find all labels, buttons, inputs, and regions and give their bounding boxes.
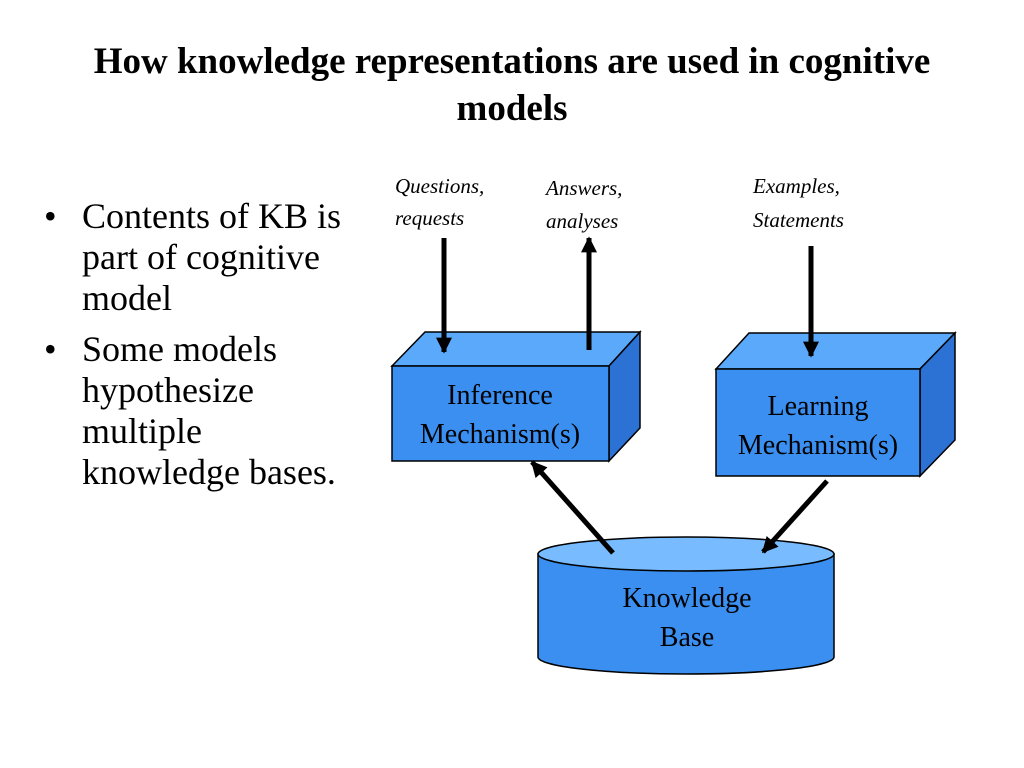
label-examples-line1: Examples, xyxy=(752,174,840,198)
label-answers: Answers, analyses xyxy=(544,176,622,233)
slide-title: How knowledge representations are used i… xyxy=(93,41,931,129)
learning-box-top xyxy=(714,332,957,370)
bullet-text: Some models hypothesize multiple knowled… xyxy=(82,329,336,492)
bullet-item: • Contents of KB is part of cognitive mo… xyxy=(40,196,350,319)
inference-label-line1: Inference xyxy=(447,380,553,411)
learning-label-line2: Mechanism(s) xyxy=(738,430,898,461)
learning-label-line1: Learning xyxy=(767,391,868,422)
knowledge-base-body xyxy=(537,553,835,675)
knowledge-base-label-line2: Base xyxy=(660,622,714,653)
label-answers-line1: Answers, xyxy=(544,176,622,200)
label-examples-line2: Statements xyxy=(753,208,844,232)
knowledge-base-label-line1: Knowledge xyxy=(622,583,751,614)
bullet-icon: • xyxy=(44,196,57,236)
bullet-item: • Some models hypothesize multiple knowl… xyxy=(40,329,350,493)
label-examples: Examples, Statements xyxy=(752,174,844,232)
bullet-list: • Contents of KB is part of cognitive mo… xyxy=(40,196,350,503)
inference-box-front xyxy=(391,365,610,462)
knowledge-base-top xyxy=(537,536,835,572)
label-answers-line2: analyses xyxy=(546,209,618,233)
arrow-knowledge-base-to-inference xyxy=(530,460,615,555)
learning-box-front xyxy=(715,368,921,477)
label-questions: Questions, requests xyxy=(395,174,484,230)
bullet-icon: • xyxy=(44,329,57,369)
inference-mechanism-box: Inference Mechanism(s) xyxy=(390,330,642,463)
label-questions-line2: requests xyxy=(395,206,464,230)
inference-label-line2: Mechanism(s) xyxy=(420,419,580,450)
arrow-learning-to-knowledge-base xyxy=(761,479,829,554)
knowledge-base-cylinder: Knowledge Base xyxy=(537,536,835,675)
learning-mechanism-box: Learning Mechanism(s) xyxy=(714,331,957,478)
inference-box-top xyxy=(390,331,642,367)
label-questions-line1: Questions, xyxy=(395,174,484,198)
bullet-text: Contents of KB is part of cognitive mode… xyxy=(82,196,342,318)
